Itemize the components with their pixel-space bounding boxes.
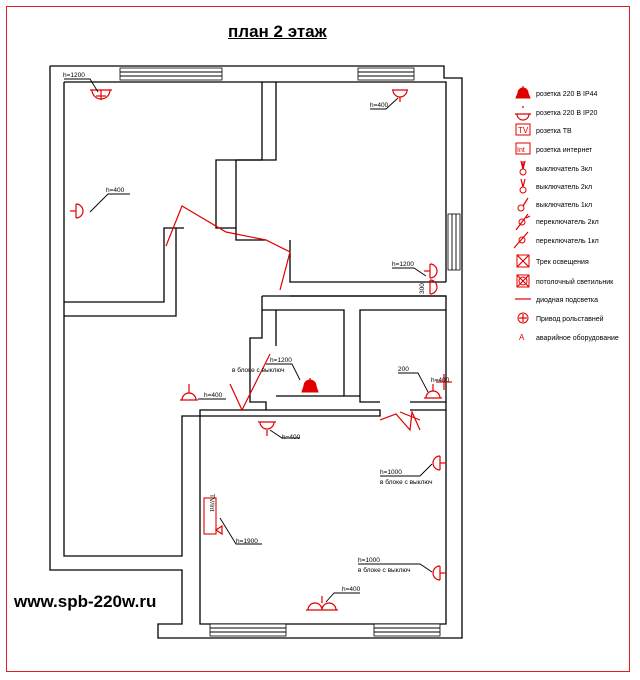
legend-label: розетка 220 В IP44 [536, 91, 598, 98]
socket-ip44-icon [301, 378, 319, 393]
legend-label: выключатель 2кл [536, 184, 592, 191]
track-light-icon [516, 254, 530, 268]
height-label: h=1200 [270, 357, 292, 364]
height-label: h=1000 [380, 469, 402, 476]
window-top-left [119, 67, 223, 81]
wall-socket-icon [392, 89, 408, 102]
socket-ip44-icon [515, 86, 531, 99]
internet-socket-icon: Int [515, 142, 531, 155]
wall-socket-icon [432, 455, 446, 471]
window-bottom-right [373, 623, 441, 637]
tv-int-label: TV/Int [208, 494, 215, 512]
switch-block-icon [424, 263, 438, 295]
legend-label: потолочный светильник [536, 278, 614, 286]
height-label: h=400 [106, 187, 125, 194]
tv-socket-icon: TV [515, 123, 531, 136]
legend: розетка 220 В IP44 розетка 220 В IP20 TV… [513, 86, 619, 342]
legend-label: розетка ТВ [536, 128, 572, 135]
window-right [447, 213, 461, 271]
legend-label: диодная подсветка [536, 297, 598, 304]
legend-label: Привод рольставней [536, 315, 604, 323]
dimension-label: 300 [419, 283, 426, 294]
height-label: h=400 [342, 586, 361, 593]
legend-label: переключатель 2кл [536, 219, 599, 226]
changeover-1-gang-icon [513, 231, 529, 249]
legend-label: розетка интернет [536, 147, 593, 154]
svg-text:TV: TV [518, 126, 529, 135]
height-label: h=400 [204, 392, 223, 399]
height-label: h=1000 [358, 557, 380, 564]
height-label: h=1200 [392, 261, 414, 268]
height-label: h=400 [370, 102, 389, 109]
note-label: в блоке с выключ [232, 366, 285, 374]
switch-2-gang-icon [519, 178, 527, 194]
height-label: h=1200 [63, 72, 85, 79]
wall-socket-icon [424, 384, 442, 399]
height-label: h=1900 [236, 538, 258, 545]
emergency-equipment-icon: A [519, 333, 525, 342]
wiring [165, 205, 421, 432]
curtain-drive-icon [436, 374, 452, 390]
wall-socket-icon [180, 384, 198, 401]
ceiling-light-icon [516, 274, 530, 288]
switch-1-gang-icon [517, 197, 529, 212]
changeover-2-gang-icon [515, 213, 531, 231]
double-socket-icon [306, 596, 338, 611]
legend-label: переключатель 1кл [536, 238, 599, 245]
window-top-right [357, 67, 415, 81]
svg-text:Int: Int [517, 147, 525, 154]
legend-label: Трек освещения [536, 259, 589, 266]
legend-label: розетка 220 В IP20 [536, 110, 598, 117]
wall-socket-icon [432, 565, 446, 581]
switch-3-gang-icon [519, 160, 527, 176]
curtain-drive-icon [517, 312, 529, 324]
windows [119, 67, 461, 637]
outer-walls [49, 65, 463, 639]
interior-walls [64, 227, 446, 417]
window-bottom-left [209, 623, 287, 637]
legend-label: аварийное оборудование [536, 334, 619, 342]
wall-socket-icon [258, 421, 276, 436]
website-url[interactable]: www.spb-220w.ru [14, 592, 157, 611]
legend-label: выключатель 1кл [536, 202, 592, 209]
plan-title: план 2 этаж [228, 22, 327, 41]
dimension-label: h=400 [431, 377, 450, 384]
ceiling-light-icon [90, 89, 112, 100]
legend-label: выключатель 3кл [536, 166, 592, 173]
socket-ip20-icon [515, 106, 531, 121]
note-label: в блоке с выключ [380, 478, 433, 486]
wall-socket-icon [70, 203, 84, 219]
height-label: 200 [398, 366, 409, 373]
height-label: h=400 [282, 434, 301, 441]
tv-int-socket-icon [203, 497, 223, 536]
note-label: в блоке с выключ [358, 566, 411, 574]
drawing-frame [6, 6, 630, 672]
